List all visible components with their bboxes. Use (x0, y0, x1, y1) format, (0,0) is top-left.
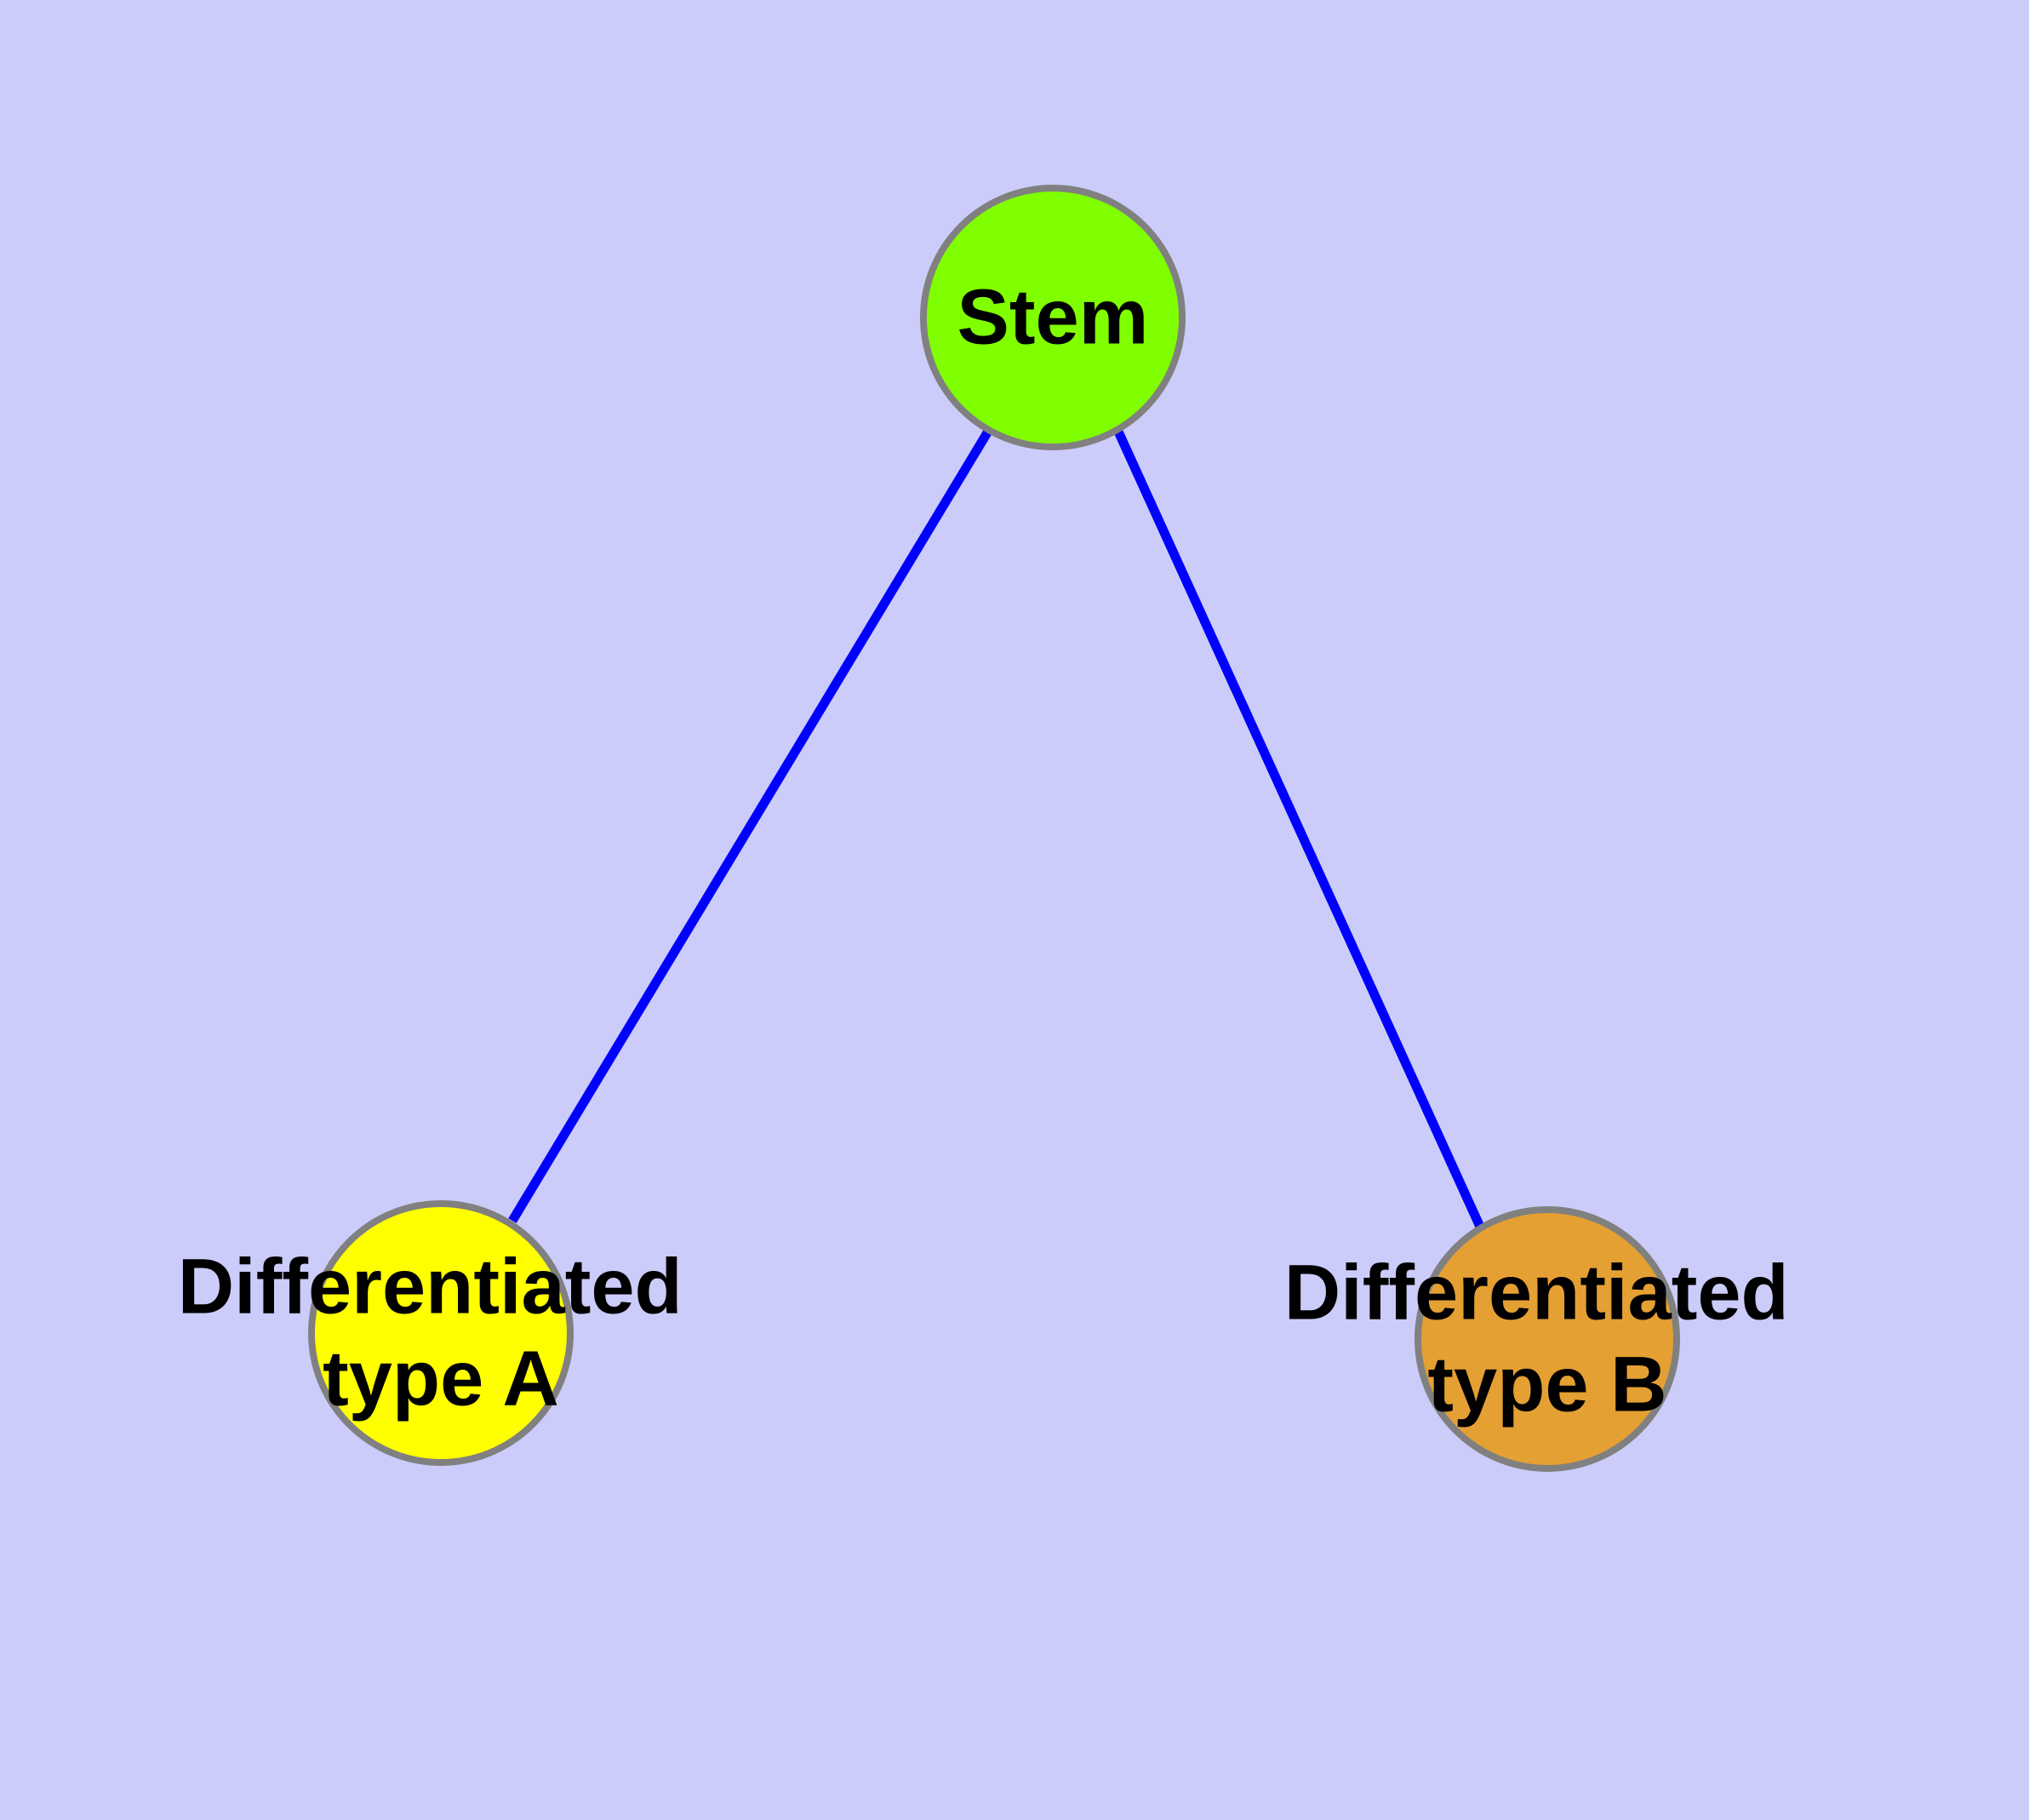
node-differentiated-type-a[interactable] (308, 1200, 574, 1466)
edge-layer (508, 427, 1485, 1229)
node-layer (308, 185, 1680, 1472)
node-label-differentiated-type-a-line-1: Differentiated (178, 1244, 683, 1331)
node-label-differentiated-type-b: Differentiated type B (1284, 1244, 1811, 1428)
node-label-differentiated-type-a: Differentiated type A (178, 1238, 705, 1422)
node-label-differentiated-type-b-line-2: type B (1427, 1342, 1666, 1428)
node-stem[interactable] (920, 185, 1186, 450)
node-circle-differentiated-type-b[interactable] (1415, 1206, 1680, 1472)
node-label-stem-line-1: Stem (957, 274, 1149, 361)
node-label-stem: Stem (957, 274, 1149, 361)
edge-stem-to-differentiated-type-a[interactable] (508, 427, 993, 1223)
node-circle-stem[interactable] (920, 185, 1186, 450)
node-label-differentiated-type-a-line-2: type A (323, 1336, 559, 1422)
node-circle-differentiated-type-a[interactable] (308, 1200, 574, 1466)
node-label-differentiated-type-b-line-1: Differentiated (1284, 1250, 1789, 1336)
edge-stem-to-differentiated-type-b[interactable] (1113, 429, 1485, 1229)
node-differentiated-type-b[interactable] (1415, 1206, 1680, 1472)
label-layer: Stem Differentiated type A Differentiate… (178, 274, 1811, 1428)
